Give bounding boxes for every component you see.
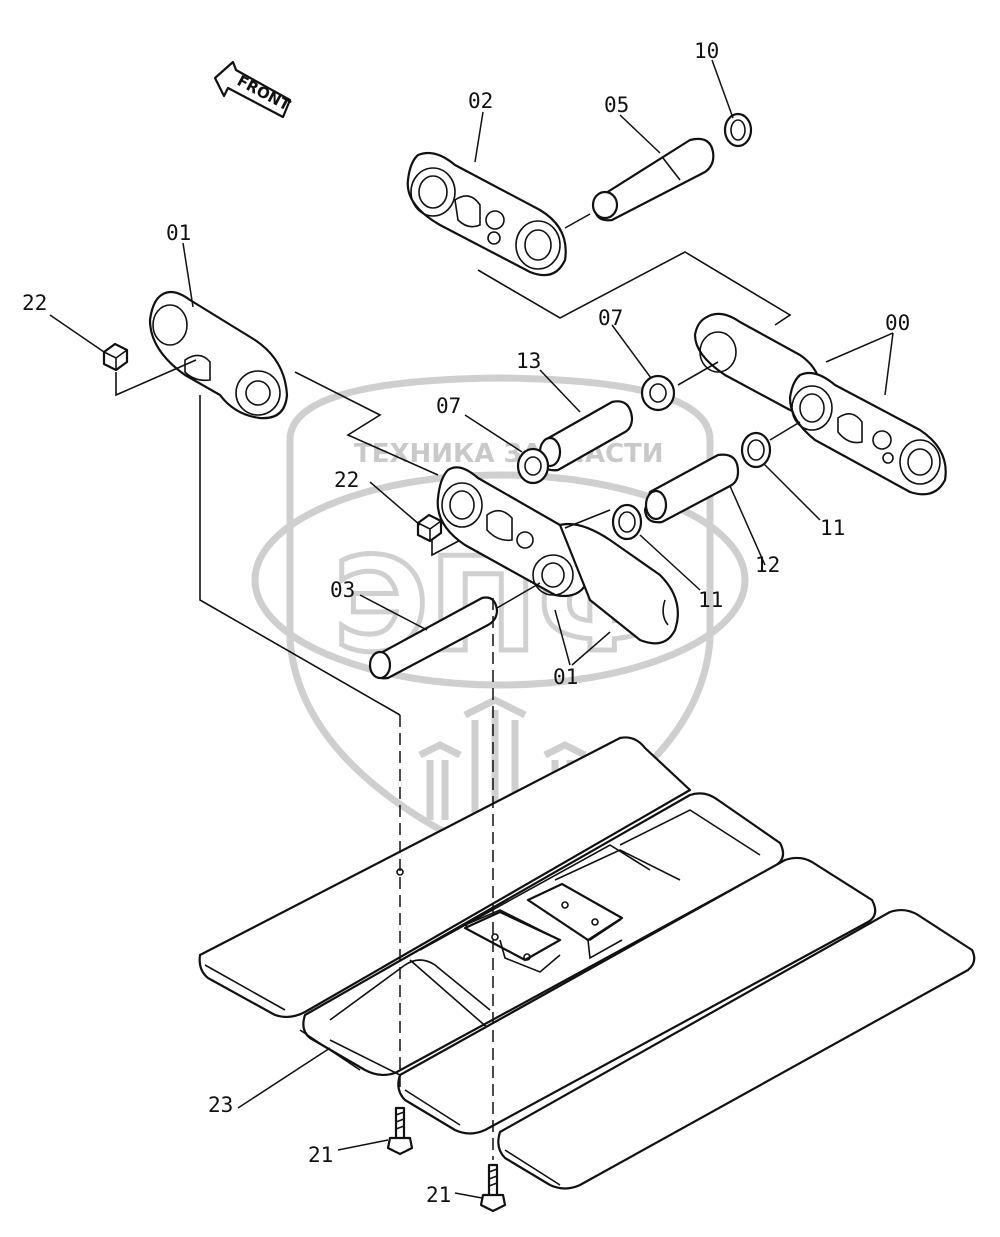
assembly-line-11 (769, 421, 801, 441)
leader-02-05 (564, 213, 591, 229)
callout-13: 13 (516, 349, 541, 373)
callout-11-right: 11 (820, 516, 845, 540)
seal-07-lower (516, 447, 550, 485)
leader-02 (474, 111, 484, 163)
callout-07-lower: 07 (436, 394, 461, 418)
leader-nut-22-lower (431, 534, 471, 557)
leader-01-center (554, 609, 611, 666)
link-01-left (148, 290, 289, 420)
callout-21-left: 21 (308, 1143, 333, 1167)
watermark-bolts-icon (418, 696, 587, 850)
leader-07-upper (611, 324, 652, 379)
pin-03 (368, 596, 499, 680)
leader-21-center (454, 1192, 483, 1199)
callout-22-upper: 22 (22, 291, 47, 315)
link-02 (406, 151, 567, 277)
assembly-line-07 (677, 361, 719, 386)
leader-01-left (182, 242, 194, 308)
leader-12 (729, 485, 766, 566)
callout-01-center: 01 (553, 665, 578, 689)
bolt-guide-left (199, 395, 401, 716)
seal-11-left (611, 503, 643, 541)
front-direction-arrow: FRONT (213, 60, 294, 119)
callout-07-upper: 07 (598, 306, 623, 330)
callout-05: 05 (604, 93, 629, 117)
leader-22-upper (49, 314, 105, 353)
nut-22-upper (102, 342, 129, 372)
leader-00 (825, 332, 894, 396)
callout-02: 02 (468, 89, 493, 113)
bolt-21-left (386, 1106, 414, 1156)
pin-05 (591, 137, 715, 222)
callout-21-center: 21 (426, 1183, 451, 1207)
snap-ring-10 (723, 112, 753, 148)
track-shoe-4 (497, 908, 976, 1190)
grouser-plates (396, 868, 624, 973)
link-01-center (436, 466, 590, 598)
leader-22-lower (369, 481, 421, 526)
leader-21-left (337, 1139, 389, 1151)
callout-23: 23 (208, 1093, 233, 1117)
callout-22-lower: 22 (334, 468, 359, 492)
seal-07-upper (640, 374, 676, 412)
assembly-line-11b (564, 509, 611, 529)
leader-05 (619, 114, 661, 154)
bushing-12 (643, 453, 740, 524)
callout-01-left: 01 (166, 221, 191, 245)
leader-23 (237, 1047, 331, 1109)
track-shoe-3 (397, 856, 877, 1135)
assembly-line-a (294, 371, 439, 476)
leader-03-01 (496, 582, 541, 609)
callout-11-left: 11 (698, 588, 723, 612)
leader-03 (359, 594, 428, 631)
callout-00: 00 (885, 311, 910, 335)
seal-11-right (740, 431, 772, 469)
leader-11-left (639, 534, 701, 591)
leader-11-right (763, 463, 821, 521)
callout-12: 12 (755, 553, 780, 577)
leader-10 (711, 59, 734, 119)
callout-03: 03 (330, 578, 355, 602)
assembly-line-b (477, 251, 792, 326)
callout-10: 10 (694, 39, 719, 63)
leader-07-lower (464, 414, 523, 453)
link-00-lower (788, 371, 947, 496)
leader-13 (539, 369, 581, 413)
link-01-center-back (558, 522, 679, 645)
bolt-21-center (479, 1163, 507, 1213)
nut-22-lower (416, 513, 443, 543)
leader-nut-01 (115, 359, 197, 397)
track-shoe-1 (198, 736, 692, 1019)
